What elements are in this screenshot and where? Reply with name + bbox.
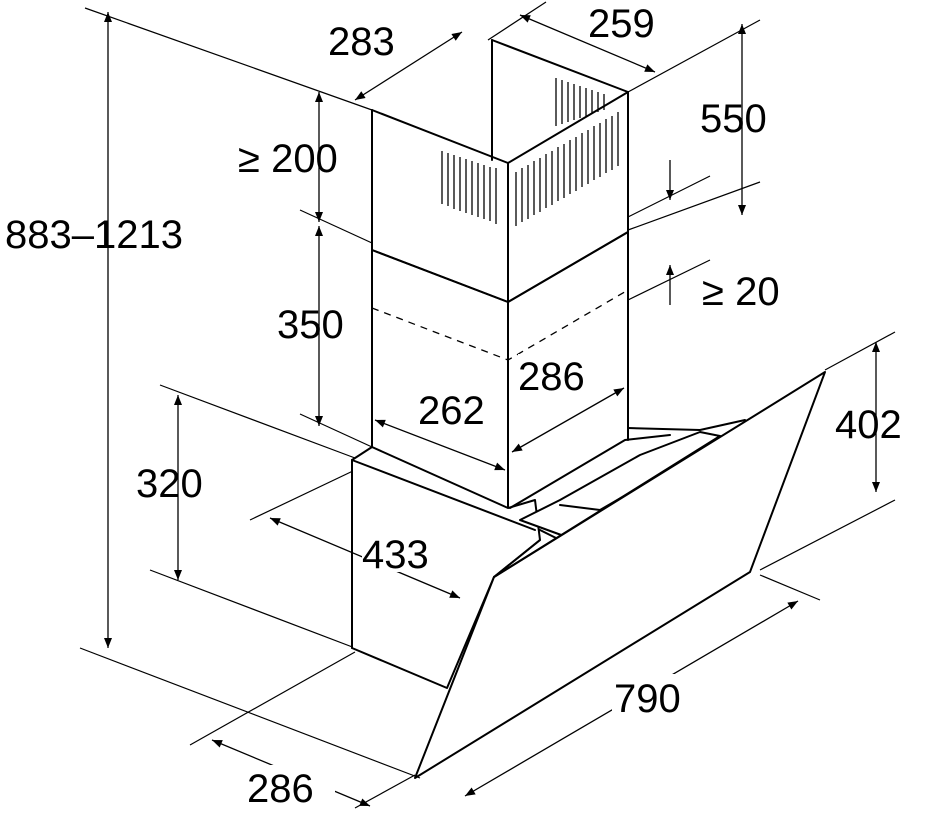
label-min-overlap: ≥ 20: [702, 270, 780, 314]
label-body-height: 320: [136, 462, 203, 506]
label-backgrounds: [245, 354, 706, 807]
label-top-depth: 259: [588, 2, 655, 46]
label-min-clearance: ≥ 200: [238, 137, 338, 181]
dimension-labels: 883–1213 283 259 550 ≥ 200 350 ≥ 20 286 …: [5, 2, 902, 811]
dim-top-width: [354, 31, 463, 101]
label-lower-width: 262: [418, 389, 485, 433]
label-hood-width: 790: [614, 677, 681, 721]
label-hood-height: 402: [835, 403, 902, 447]
upper-chimney: [371, 39, 629, 303]
vent-slots-back: [555, 78, 605, 126]
label-lower-height: 350: [277, 303, 344, 347]
label-total-height: 883–1213: [5, 213, 183, 257]
dim-lower-width: [374, 419, 506, 471]
dim-lower-depth: [511, 387, 625, 453]
label-upper-height: 550: [700, 97, 767, 141]
label-body-width: 433: [362, 533, 429, 577]
lower-chimney: [371, 231, 629, 509]
vent-slots-left: [441, 151, 497, 224]
dim-top-depth: [519, 14, 656, 73]
label-body-depth: 286: [247, 767, 314, 811]
vent-slots-right: [515, 112, 619, 226]
label-lower-depth: 286: [518, 355, 585, 399]
label-top-width: 283: [328, 20, 395, 64]
extension-lines: [79, 1, 896, 809]
